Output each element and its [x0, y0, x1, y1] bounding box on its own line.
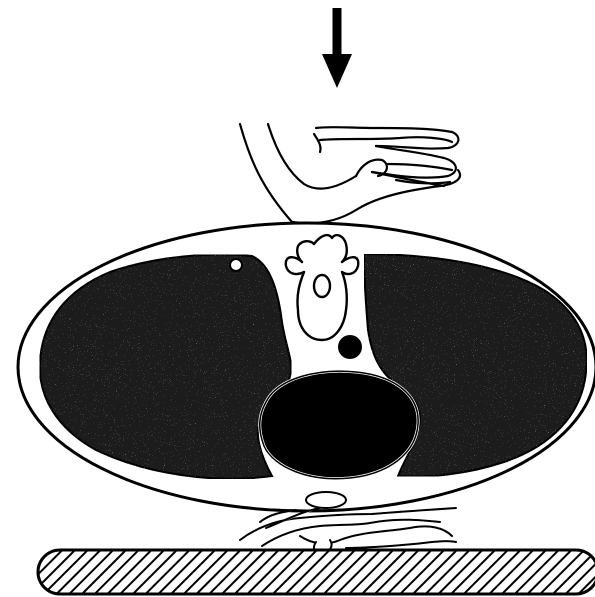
- lung-marker-ring: [230, 259, 242, 271]
- spinal-canal: [314, 275, 330, 297]
- aorta: [338, 335, 362, 359]
- downward-arrow: [322, 8, 352, 88]
- heart: [260, 371, 418, 479]
- upper-hand: [240, 124, 460, 223]
- hatched-surface: [38, 550, 595, 594]
